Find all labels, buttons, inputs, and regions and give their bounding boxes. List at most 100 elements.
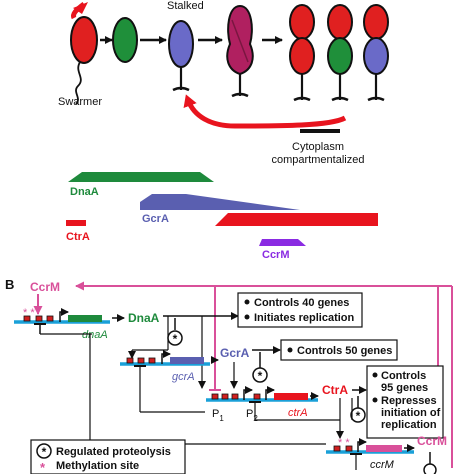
ctra-function-box-frame bbox=[366, 365, 444, 439]
dnaa-function-2: Initiates replication bbox=[254, 312, 355, 324]
legend-frame bbox=[30, 439, 186, 474]
bullet bbox=[372, 397, 378, 403]
ccrm-protein-label: CcrM bbox=[417, 434, 447, 448]
proteolysis-star: * bbox=[173, 332, 178, 346]
dnaa-function-box-frame bbox=[237, 292, 363, 328]
stalked-label: Stalked bbox=[167, 0, 204, 12]
bullet bbox=[244, 314, 250, 320]
dnaa-gene-label: dnaA bbox=[82, 329, 108, 341]
ctra-profile-early bbox=[66, 220, 86, 226]
gcra-promoter bbox=[161, 350, 171, 364]
holdfast bbox=[331, 96, 349, 102]
ctra-function-1a: Controls bbox=[381, 370, 426, 382]
ctra-promoter-p1 bbox=[243, 386, 253, 400]
swarmer-cell bbox=[70, 2, 98, 105]
gcra-gene-label: gcrA bbox=[172, 371, 195, 383]
cell-cycle-panel: Stalked Swarmer Cytoplasm compartmentali… bbox=[58, 0, 389, 166]
bullet bbox=[287, 347, 293, 353]
gatc-site bbox=[231, 393, 239, 400]
holdfast bbox=[367, 96, 385, 102]
ctra-gene-label: ctrA bbox=[288, 407, 308, 419]
gatc-site bbox=[126, 357, 134, 364]
dividing-cell-1 bbox=[289, 4, 315, 102]
legend-proteolysis-icon bbox=[36, 443, 52, 459]
cytoplasm-label: Cytoplasm bbox=[292, 141, 344, 153]
ctra-function-2c: replication bbox=[381, 419, 437, 431]
ccrm-profile-label: CcrM bbox=[262, 249, 290, 261]
ccrm-promoter bbox=[357, 438, 367, 452]
gatc-site bbox=[221, 393, 229, 400]
p1-label: P1 bbox=[212, 408, 224, 423]
proteolysis-star: * bbox=[356, 409, 361, 423]
ctra-gene bbox=[274, 393, 308, 400]
ccrm-gene bbox=[366, 445, 402, 452]
dnaa-promoter bbox=[59, 308, 69, 322]
proteolysis-star: * bbox=[258, 369, 263, 383]
dnaa-profile-label: DnaA bbox=[70, 186, 99, 198]
dnaa-function-box: Controls 40 genes Initiates replication bbox=[237, 292, 363, 328]
cycle-return-arrow bbox=[183, 94, 347, 129]
p2-label: P2 bbox=[246, 408, 258, 423]
legend: * Regulated proteolysis * Methylation si… bbox=[30, 439, 186, 474]
chromosome-stripe bbox=[231, 19, 249, 63]
bullet bbox=[244, 299, 250, 305]
methylation-site-marker: * * bbox=[338, 437, 350, 449]
stalked-cell bbox=[168, 20, 194, 92]
ctra-proteolysis-symbol bbox=[350, 407, 366, 423]
legend-proteolysis-symbol: * bbox=[42, 445, 47, 459]
gatc-site bbox=[23, 315, 31, 322]
predivisional-cell bbox=[226, 4, 254, 98]
gcra-protein-label: GcrA bbox=[220, 346, 250, 360]
stalked-compartment bbox=[327, 37, 353, 75]
gcra-gene bbox=[170, 357, 204, 364]
gatc-site bbox=[345, 445, 353, 452]
dnaa-gene bbox=[68, 315, 102, 322]
swarmer-cell-body bbox=[70, 16, 98, 64]
green-cell bbox=[112, 17, 138, 63]
ctra-gene-row: ctrA P1 P2 bbox=[206, 386, 340, 423]
ccrm-feedback-loop bbox=[33, 281, 453, 468]
holdfast bbox=[172, 86, 190, 92]
gcra-function-1: Controls 50 genes bbox=[297, 345, 392, 357]
ctra-promoter-p2 bbox=[265, 386, 275, 400]
pole-arrow-head bbox=[73, 2, 88, 14]
stalked-compartment bbox=[363, 37, 389, 75]
ccrm-profile bbox=[259, 239, 306, 246]
ctra-profile-late bbox=[215, 213, 378, 226]
ccrm-proteolysis-symbol bbox=[423, 463, 437, 474]
stalked-cell-body bbox=[168, 20, 194, 68]
dividing-cell-2 bbox=[327, 4, 353, 102]
swarmer-label: Swarmer bbox=[58, 96, 102, 108]
gatc-site bbox=[46, 315, 54, 322]
swarmer-compartment bbox=[327, 4, 353, 40]
holdfast bbox=[231, 92, 249, 98]
ctra-function-2b: initiation of bbox=[381, 407, 441, 419]
dnaa-profile bbox=[68, 172, 214, 182]
ctra-function-1b: 95 genes bbox=[381, 382, 428, 394]
gcra-function-box-frame bbox=[280, 339, 398, 361]
gatc-site bbox=[137, 357, 145, 364]
gatc-site bbox=[148, 357, 156, 364]
dnaa-gene-row: * * dnaA bbox=[14, 307, 125, 341]
expression-profiles: DnaA GcrA CtrA CcrM bbox=[66, 172, 378, 261]
gcra-function-box: Controls 50 genes bbox=[280, 339, 398, 361]
gatc-site bbox=[35, 315, 43, 322]
panel-b-label: B bbox=[5, 277, 14, 292]
ctra-function-box: Controls 95 genes Represses initiation o… bbox=[366, 365, 444, 439]
holdfast bbox=[293, 96, 311, 102]
gatc-site bbox=[253, 393, 261, 400]
ctra-profile-label: CtrA bbox=[66, 231, 90, 243]
dividing-cell-3 bbox=[363, 4, 389, 102]
gcra-proteolysis-symbol bbox=[252, 367, 268, 383]
dnaa-protein-label: DnaA bbox=[128, 311, 160, 325]
gatc-site bbox=[211, 393, 219, 400]
ctra-protein-label: CtrA bbox=[322, 383, 348, 397]
gcra-profile bbox=[140, 194, 300, 210]
ccrm-gene-row: * * ccrM bbox=[326, 437, 415, 471]
dnaa-function-1: Controls 40 genes bbox=[254, 297, 349, 309]
compartmentalized-label: compartmentalized bbox=[272, 154, 365, 166]
gcra-profile-label: GcrA bbox=[142, 213, 169, 225]
bullet bbox=[372, 372, 378, 378]
stalked-compartment bbox=[289, 37, 315, 75]
